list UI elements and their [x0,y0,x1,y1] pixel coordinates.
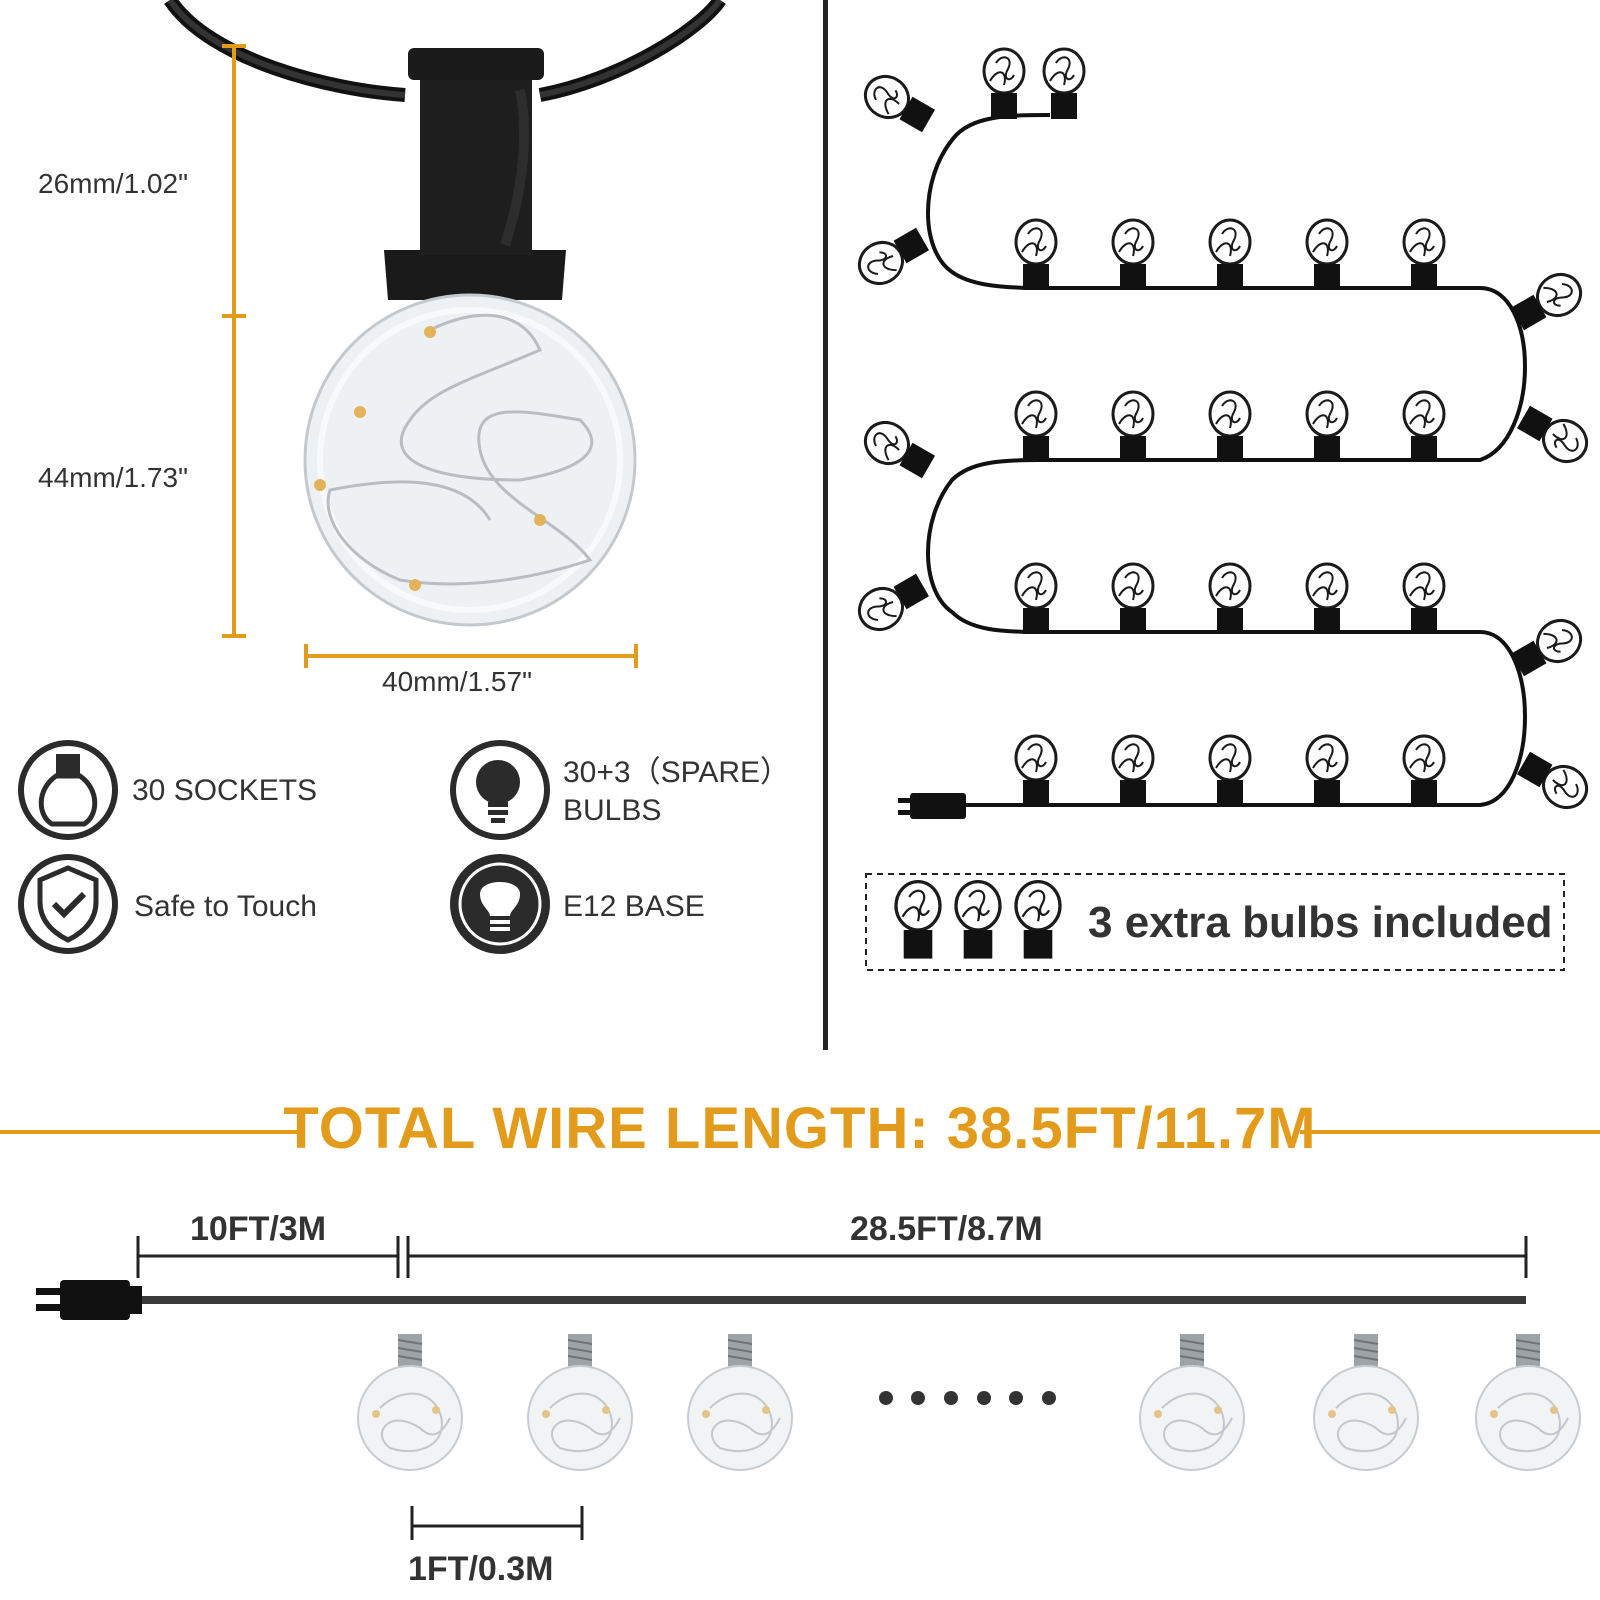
feature-bulbs-label: 30+3（SPARE） BULBS [563,756,791,827]
vertical-divider [823,0,828,1050]
e12-base-icon [450,854,550,954]
shield-check-icon [18,854,118,954]
feature-safe-label: Safe to Touch [134,890,317,923]
wire-length-diagram [36,1236,1581,1540]
bulb-icon [450,740,550,840]
socket-icon [18,740,118,840]
bulb-spacing-label: 1FT/0.3M [408,1550,554,1588]
lead-length-label: 10FT/3M [190,1210,327,1248]
bulb-closeup-illustration [164,0,726,668]
heading-rule-left [0,1130,300,1134]
total-wire-length-title: TOTAL WIRE LENGTH: 38.5FT/11.7M [283,1096,1317,1161]
string-layout-diagram [850,47,1596,971]
feature-base-label: E12 BASE [563,890,705,923]
bulb-section-length-label: 28.5FT/8.7M [850,1210,1043,1248]
bulb-width-label: 40mm/1.57" [382,666,533,697]
bulb-height-label: 44mm/1.73" [38,462,189,493]
socket-height-label: 26mm/1.02" [38,168,189,199]
extra-bulbs-label: 3 extra bulbs included [1088,898,1553,947]
feature-sockets-label: 30 SOCKETS [132,774,318,807]
heading-rule-right [1300,1130,1600,1134]
